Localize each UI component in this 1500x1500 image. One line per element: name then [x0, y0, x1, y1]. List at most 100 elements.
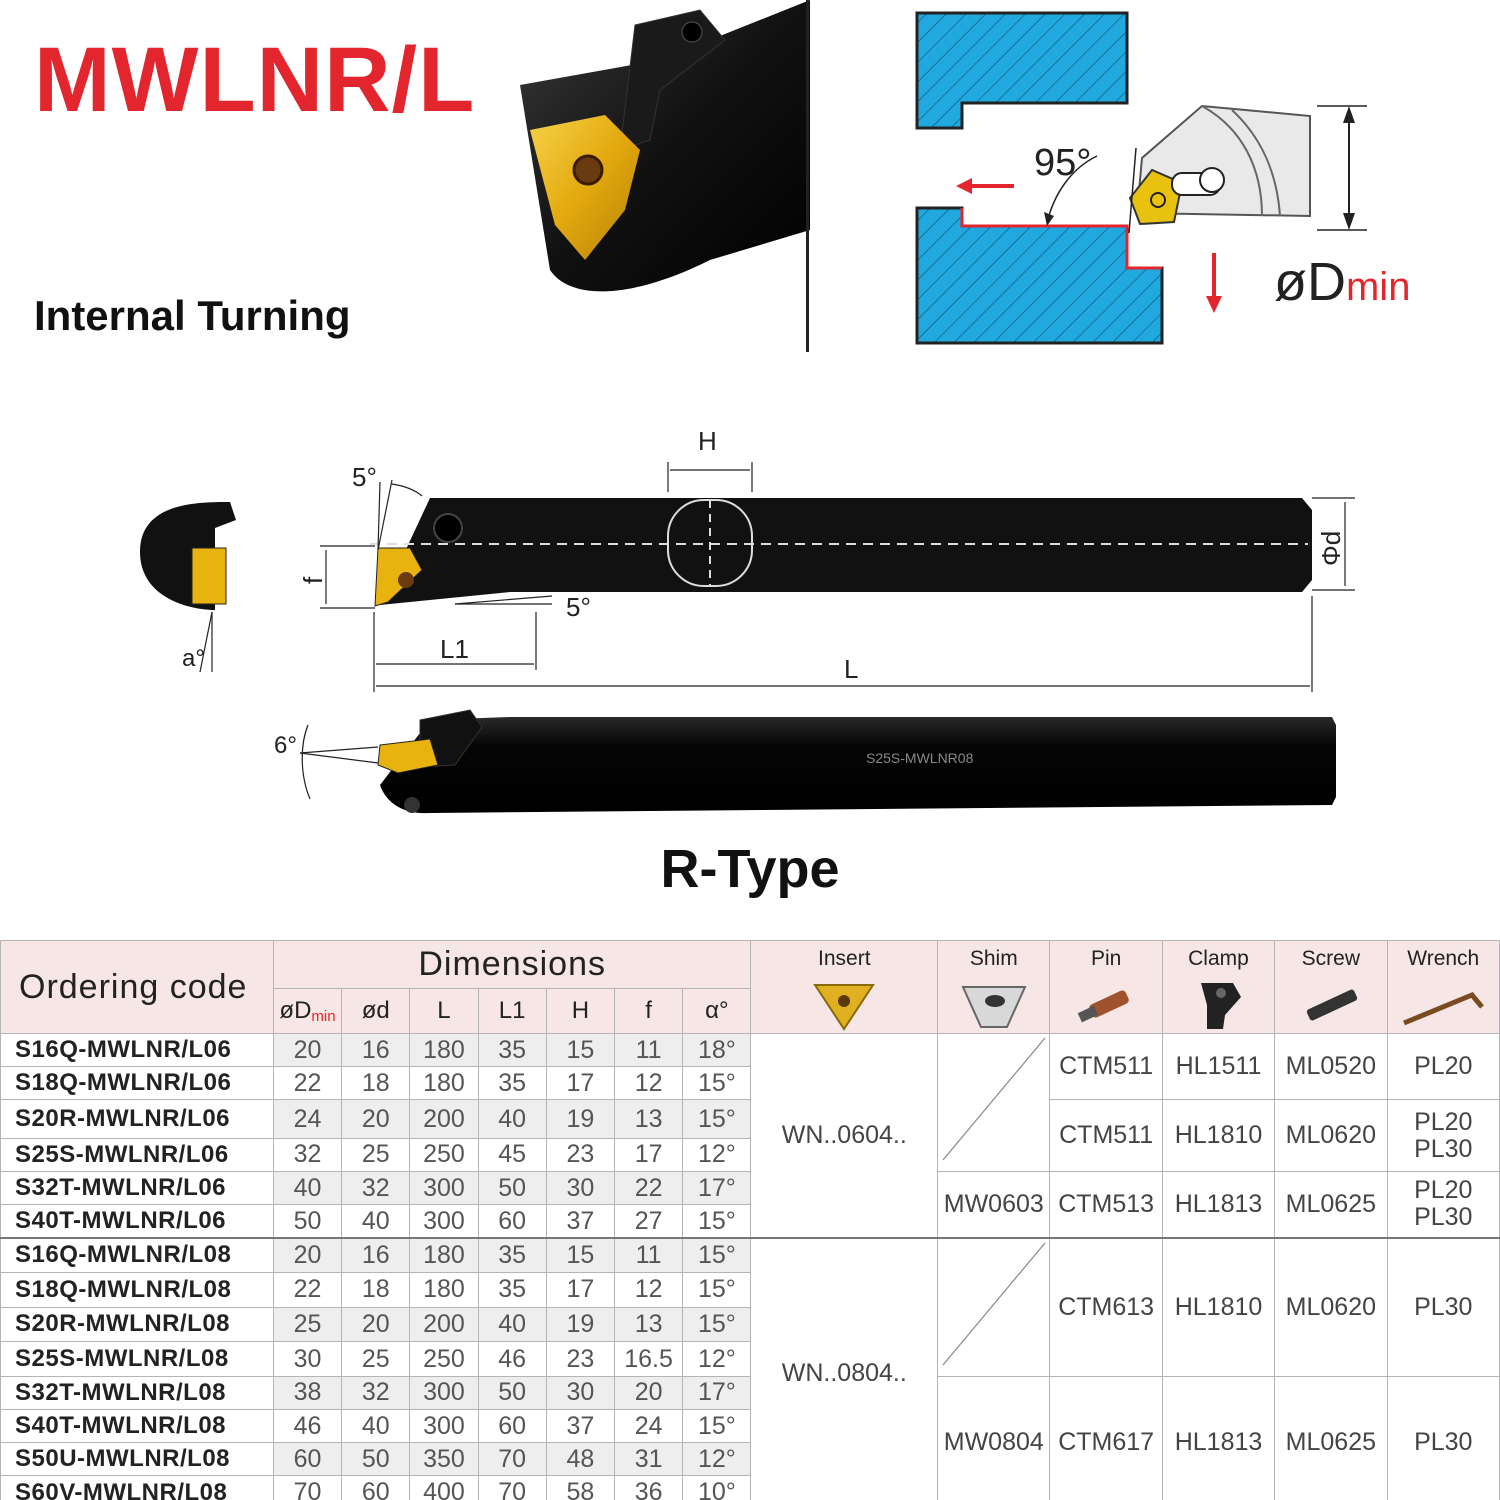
g5-screw: ML0625	[1274, 1375, 1388, 1500]
g1-wrench: PL20	[1386, 1032, 1500, 1101]
cell-dmin: 60	[272, 1442, 343, 1477]
cell-h: 15	[545, 1032, 615, 1068]
cell-f: 17	[613, 1137, 684, 1173]
cell-l: 250	[409, 1341, 479, 1377]
cell-dmin: 20	[272, 1032, 343, 1068]
cell-l: 300	[409, 1170, 479, 1206]
cell-f: 36	[613, 1475, 684, 1500]
g2-clamp: HL1810	[1161, 1099, 1276, 1172]
header-insert-label: Insert	[818, 947, 871, 970]
cell-l1: 60	[477, 1409, 547, 1444]
header-pin-label: Pin	[1090, 947, 1122, 970]
cell-l1: 46	[477, 1341, 547, 1377]
cell-h: 30	[545, 1170, 615, 1206]
cell-l1: 40	[477, 1306, 547, 1343]
cell-l1: 35	[477, 1032, 547, 1068]
cell-f: 22	[613, 1170, 684, 1206]
ordering-code: S20R-MWLNR/L08	[0, 1306, 274, 1343]
g2-wrench-1: PL20	[1414, 1107, 1473, 1136]
header-ordering-code: Ordering code	[0, 940, 274, 1034]
cell-h: 23	[545, 1341, 615, 1377]
table-row: S25S-MWLNR/L06 32 25 250 45 23 17 12°	[0, 1137, 1500, 1173]
dimension-drawing: a° H Φd f 5° 5° L1 L	[140, 426, 1355, 692]
header-alpha: α°	[682, 988, 752, 1034]
cell-h: 19	[545, 1306, 615, 1343]
cell-l1: 70	[477, 1442, 547, 1477]
table-row: S18Q-MWLNR/L06 22 18 180 35 17 12 15°	[0, 1066, 1500, 1101]
cell-alpha: 15°	[682, 1236, 752, 1273]
cell-alpha: 15°	[682, 1066, 752, 1101]
cell-f: 11	[613, 1032, 684, 1068]
ordering-code: S32T-MWLNR/L06	[0, 1170, 274, 1206]
header-screw: Screw	[1274, 940, 1388, 1034]
g1-pin: CTM511	[1049, 1032, 1163, 1101]
cell-alpha: 17°	[682, 1375, 752, 1411]
dim-l1-label: L1	[440, 634, 469, 664]
schematic-insert	[1128, 168, 1184, 226]
cell-alpha: 15°	[682, 1306, 752, 1343]
cell-l1: 35	[477, 1066, 547, 1101]
g4-wrench: PL30	[1386, 1236, 1500, 1377]
cell-l: 180	[409, 1272, 479, 1308]
ordering-code: S18Q-MWLNR/L06	[0, 1066, 274, 1101]
cell-l: 250	[409, 1137, 479, 1173]
header-d: ød	[341, 988, 411, 1034]
g1-clamp: HL1511	[1161, 1032, 1276, 1101]
g5-wrench: PL30	[1386, 1375, 1500, 1500]
cell-d: 18	[341, 1066, 411, 1101]
table-row: S25S-MWLNR/L08 30 25 250 46 23 16.5 12°	[0, 1341, 1500, 1377]
ordering-code: S20R-MWLNR/L06	[0, 1099, 274, 1139]
angle-a-label: a°	[182, 645, 205, 672]
header-f: f	[613, 988, 684, 1034]
header-h: H	[545, 988, 615, 1034]
no-shim-slash	[942, 1037, 1046, 1161]
cell-alpha: 18°	[682, 1032, 752, 1068]
cell-h: 30	[545, 1375, 615, 1411]
product-subtitle: Internal Turning	[34, 292, 351, 339]
cell-d: 50	[341, 1442, 411, 1477]
cell-d: 20	[341, 1099, 411, 1139]
cell-f: 13	[613, 1099, 684, 1139]
table-row: S18Q-MWLNR/L08 22 18 180 35 17 12 15°	[0, 1272, 1500, 1308]
cell-dmin: 24	[272, 1099, 343, 1139]
type-label: R-Type	[660, 839, 840, 899]
cell-d: 32	[341, 1170, 411, 1206]
cell-d: 18	[341, 1272, 411, 1308]
cell-l1: 35	[477, 1236, 547, 1273]
shim-none-08	[937, 1236, 1051, 1377]
boring-schematic: 95° øDmin	[915, 11, 1410, 345]
dim-f-label: f	[298, 576, 328, 584]
cell-l: 300	[409, 1204, 479, 1239]
cell-h: 17	[545, 1066, 615, 1101]
cell-h: 37	[545, 1204, 615, 1239]
g3-clamp: HL1813	[1161, 1170, 1276, 1239]
insert-08: WN..0804..	[750, 1236, 939, 1500]
table-row: S60V-MWLNR/L08 70 60 400 70 58 36 10°	[0, 1475, 1500, 1500]
cell-d: 60	[341, 1475, 411, 1500]
no-shim-slash	[942, 1242, 1046, 1366]
cell-l: 400	[409, 1475, 479, 1500]
bar-marking: S25S-MWLNR08	[866, 750, 974, 766]
cell-dmin: 22	[272, 1066, 343, 1101]
cell-l: 180	[409, 1032, 479, 1068]
header-divider	[806, 0, 809, 352]
cell-alpha: 15°	[682, 1409, 752, 1444]
ordering-code: S40T-MWLNR/L08	[0, 1409, 274, 1444]
ordering-code: S32T-MWLNR/L08	[0, 1375, 274, 1411]
table-row: S16Q-MWLNR/L08 20 16 180 35 15 11 15° WN…	[0, 1236, 1500, 1500]
cell-f: 31	[613, 1442, 684, 1477]
g1-screw: ML0520	[1274, 1032, 1388, 1101]
cell-l: 180	[409, 1236, 479, 1273]
insert-icon	[813, 984, 876, 1031]
g3-shim: MW0603	[937, 1170, 1051, 1239]
tool-head-photo	[520, 0, 810, 292]
g3-wrench-2: PL30	[1414, 1203, 1473, 1232]
cell-f: 27	[613, 1204, 684, 1239]
wrench-icon	[1403, 991, 1485, 1026]
ordering-code: S18Q-MWLNR/L08	[0, 1272, 274, 1308]
dim-l-label: L	[844, 654, 858, 684]
cell-l1: 60	[477, 1204, 547, 1239]
shim-icon	[961, 986, 1027, 1028]
cell-dmin: 70	[272, 1475, 343, 1500]
